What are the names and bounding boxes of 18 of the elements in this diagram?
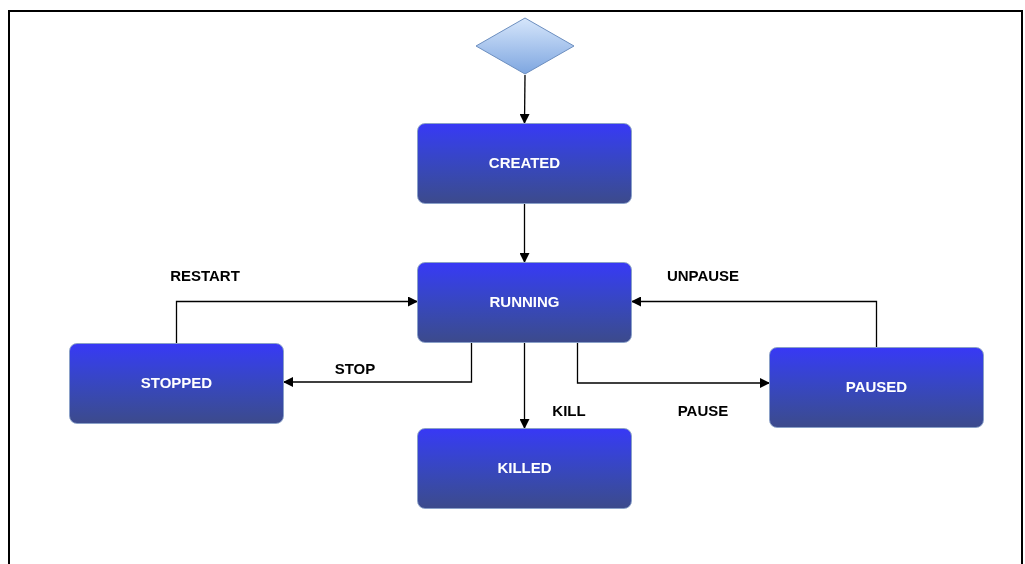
state-label: RUNNING: [489, 292, 560, 313]
state-label: STOPPED: [140, 373, 213, 394]
start-diamond: [475, 17, 575, 75]
state-label: KILLED: [497, 458, 552, 479]
arrow: [519, 74, 530, 124]
state-box: [417, 262, 632, 343]
state-box: [417, 428, 632, 509]
state-label: CREATED: [488, 153, 561, 174]
state-box: [769, 347, 984, 428]
arrow: [576, 342, 770, 388]
arrow: [631, 296, 878, 348]
state-box: [69, 343, 284, 424]
arrow: [519, 203, 530, 263]
arrow: [175, 296, 418, 344]
state-box: [417, 123, 632, 204]
state-label: PAUSED: [845, 377, 908, 398]
arrow: [283, 342, 473, 387]
arrow: [519, 342, 530, 429]
